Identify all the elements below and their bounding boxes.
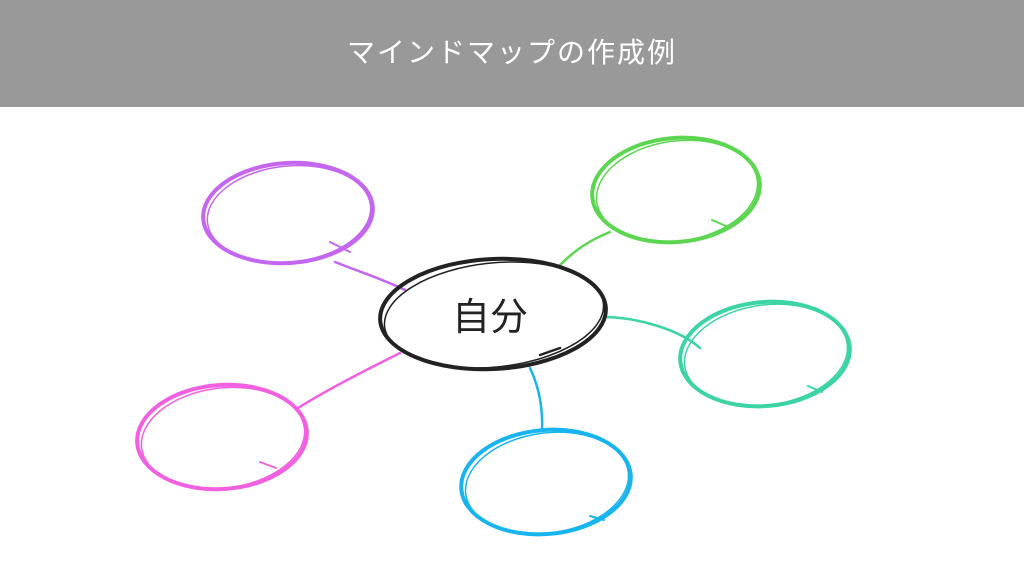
- title-bar: マインドマップの作成例: [0, 0, 1024, 107]
- connector-bottom: [528, 366, 544, 432]
- bubble-bottom-left: [135, 382, 309, 492]
- connector-right: [604, 315, 702, 350]
- connector-top-left: [333, 260, 407, 292]
- center-label: 自分: [452, 295, 528, 339]
- bubble-top-right: [590, 135, 762, 245]
- mindmap-diagram: 自分: [135, 135, 852, 537]
- bubble-top-left: [201, 160, 375, 266]
- connector-top-right: [558, 230, 612, 267]
- page-title: マインドマップの作成例: [346, 35, 677, 69]
- center-node: 自分: [378, 256, 608, 372]
- bubble-bottom: [459, 427, 633, 537]
- mindmap-canvas: 自分: [0, 107, 1024, 576]
- connector-bottom-left: [296, 351, 402, 410]
- bubble-right: [678, 299, 852, 409]
